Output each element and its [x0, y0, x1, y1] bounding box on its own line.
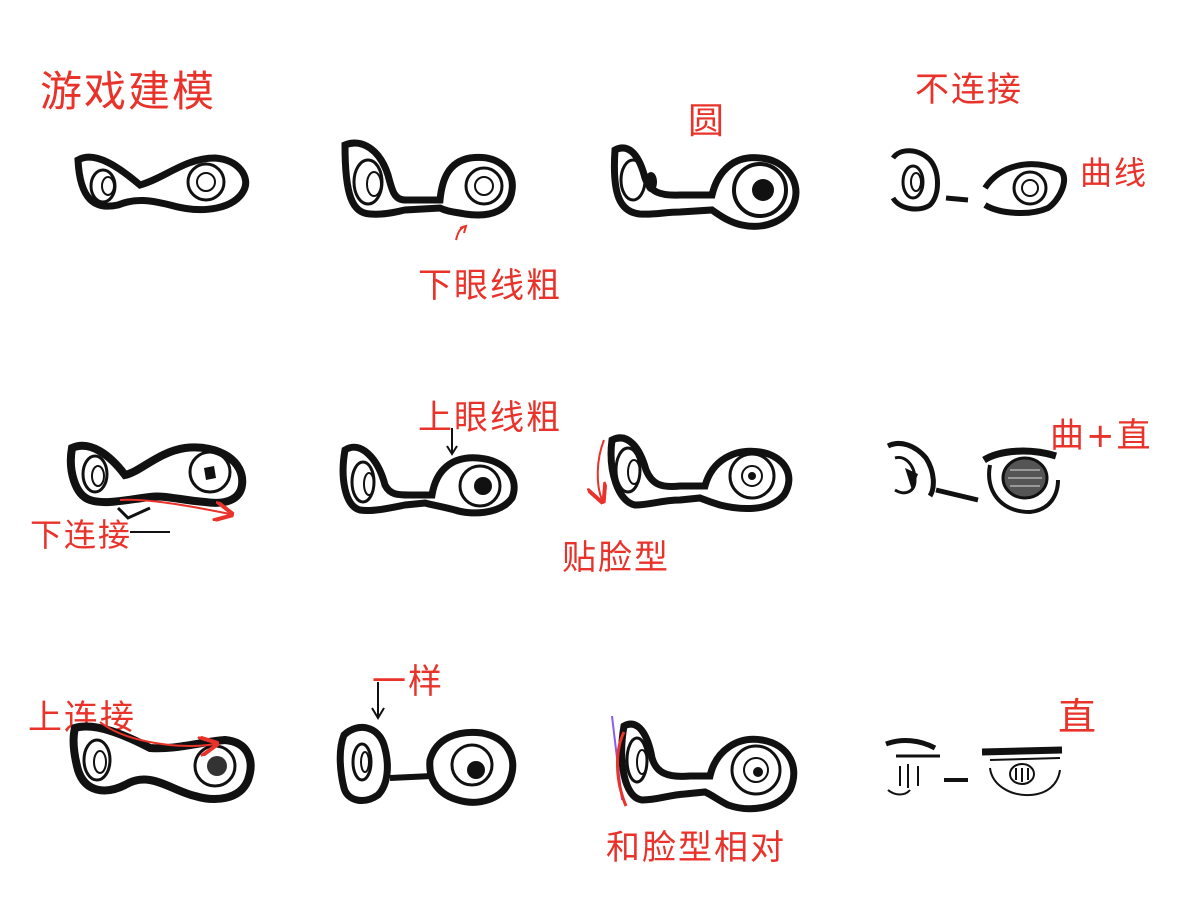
not-connected-annotation: 不连接 [915, 70, 1023, 110]
eye-pair-upper-connect [69, 721, 255, 803]
curve-annotation: 曲线 [1080, 154, 1149, 192]
lower-line-thick-annotation: 下眼线粗 [418, 266, 562, 306]
relative-face-annotation: 和脸型相对 [606, 828, 786, 868]
eye-pair-lower-connect [66, 441, 247, 533]
eye-pair-same [336, 682, 517, 806]
curve-straight-annotation: 曲+直 [1050, 416, 1153, 456]
eye-pair-lower-line-thick [341, 139, 516, 241]
eye-pair-straight [885, 738, 1063, 797]
circle-annotation: 圆 [688, 101, 727, 142]
eye-pair-not-connected [890, 148, 1068, 217]
lower-connect-annotation: 下连接 [30, 516, 133, 554]
straight-annotation: 直 [1058, 695, 1099, 739]
eye-pair-game-model [74, 153, 250, 214]
upper-line-thick-annotation: 上眼线粗 [418, 398, 562, 438]
eye-pair-relative-face [611, 715, 798, 813]
fit-face-annotation: 贴脸型 [562, 538, 670, 578]
eye-pair-curve-straight [886, 441, 1060, 515]
eye-pair-upper-line-thick [339, 428, 518, 517]
eye-pair-round [610, 144, 800, 230]
title-annotation: 游戏建模 [40, 67, 217, 116]
eye-pair-fit-face [598, 434, 793, 512]
same-annotation: 一样 [372, 662, 444, 702]
